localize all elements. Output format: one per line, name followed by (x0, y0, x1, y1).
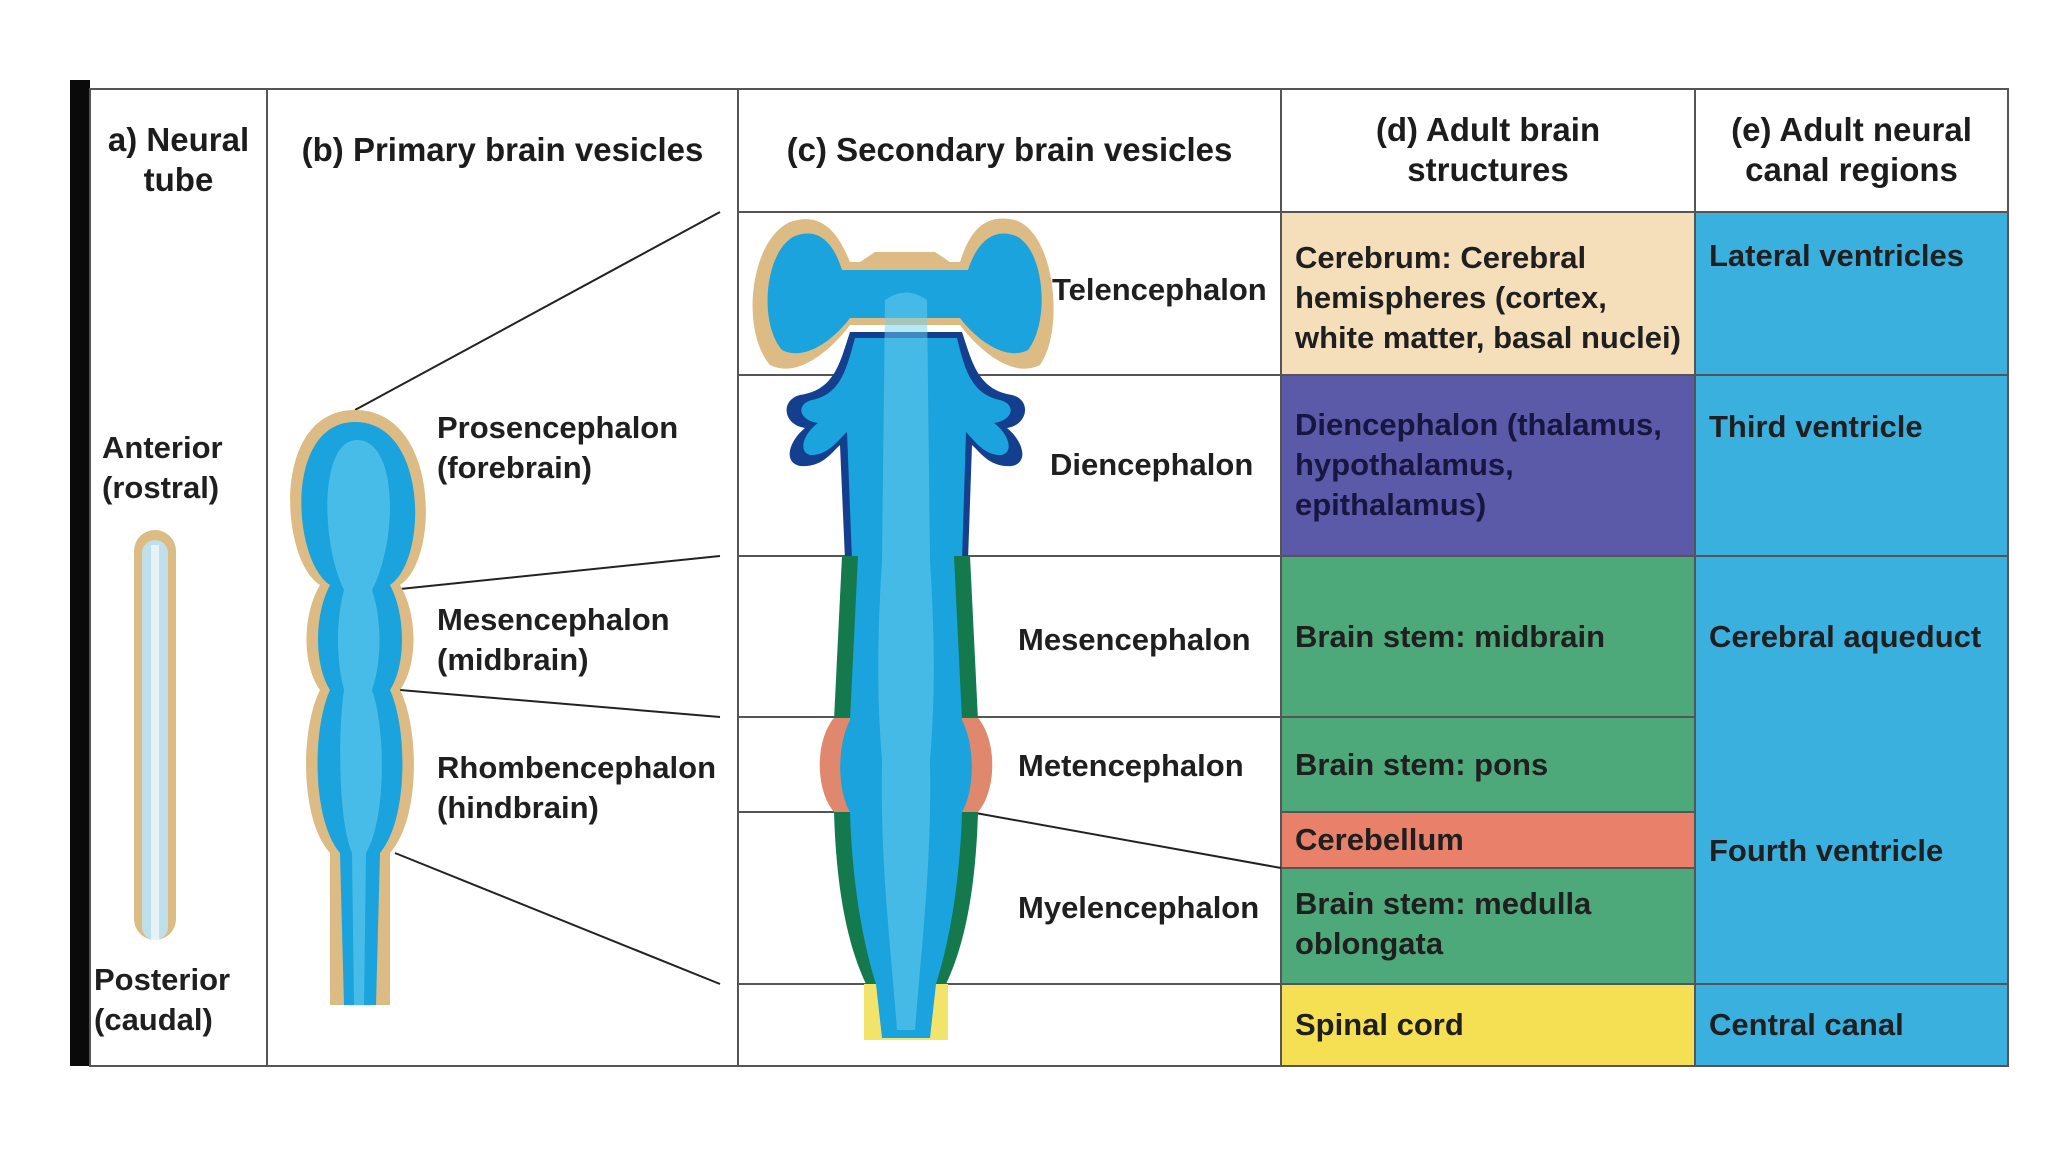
label-diencephalon: Diencephalon (1050, 447, 1254, 482)
label-posterior: Posterior (caudal) (94, 962, 231, 1037)
canal-cerebral-aqueduct: Cerebral aqueduct (1695, 556, 2008, 717)
header-canal-regions: (e) Adult neural canal regions (1731, 111, 1972, 188)
adult-structure-diencephalon: Diencephalon (thalamus, hypothalamus, ep… (1281, 375, 1695, 556)
adult-structure-midbrain: Brain stem: midbrain (1281, 556, 1695, 717)
header-primary-vesicles: (b) Primary brain vesicles (301, 131, 704, 168)
canal-lateral-ventricles: Lateral ventricles (1695, 212, 2008, 375)
label-anterior: Anterior (rostral) (102, 430, 223, 505)
label-mesencephalon-primary: Mesencephalon (midbrain) (437, 602, 670, 677)
label-metencephalon: Metencephalon (1018, 748, 1244, 783)
adult-structure-spinal-cord: Spinal cord (1281, 984, 1695, 1066)
canal-central-canal: Central canal (1695, 984, 2008, 1066)
left-edge-bar (70, 80, 90, 1066)
adult-structure-pons: Brain stem: pons (1281, 717, 1695, 812)
adult-structure-cerebrum: Cerebrum: Cerebral hemispheres (cortex, … (1281, 212, 1695, 375)
secondary-vesicles-drawing (752, 218, 1054, 1040)
neural-tube-drawing (134, 530, 176, 940)
header-secondary-vesicles: (c) Secondary brain vesicles (786, 131, 1233, 168)
header-neural-tube: a) Neural tube (107, 121, 250, 198)
grid-lines (89, 88, 2009, 1067)
adult-structure-medulla: Brain stem: medulla oblongata (1281, 868, 1695, 984)
canal-third-ventricle: Third ventricle (1695, 375, 2008, 556)
connector-lines (354, 211, 1282, 985)
canal-fourth-ventricle: Fourth ventricle (1695, 717, 2008, 984)
label-prosencephalon: Prosencephalon (forebrain) (437, 410, 679, 485)
header-adult-structures: (d) Adult brain structures (1375, 111, 1601, 188)
label-telencephalon: Telencephalon (1052, 272, 1267, 307)
label-rhombencephalon: Rhombencephalon (hindbrain) (437, 750, 717, 825)
label-mesencephalon-secondary: Mesencephalon (1018, 622, 1251, 657)
adult-structure-cerebellum: Cerebellum (1281, 812, 1695, 868)
label-myelencephalon: Myelencephalon (1018, 890, 1260, 925)
primary-vesicles-drawing (290, 410, 426, 1005)
